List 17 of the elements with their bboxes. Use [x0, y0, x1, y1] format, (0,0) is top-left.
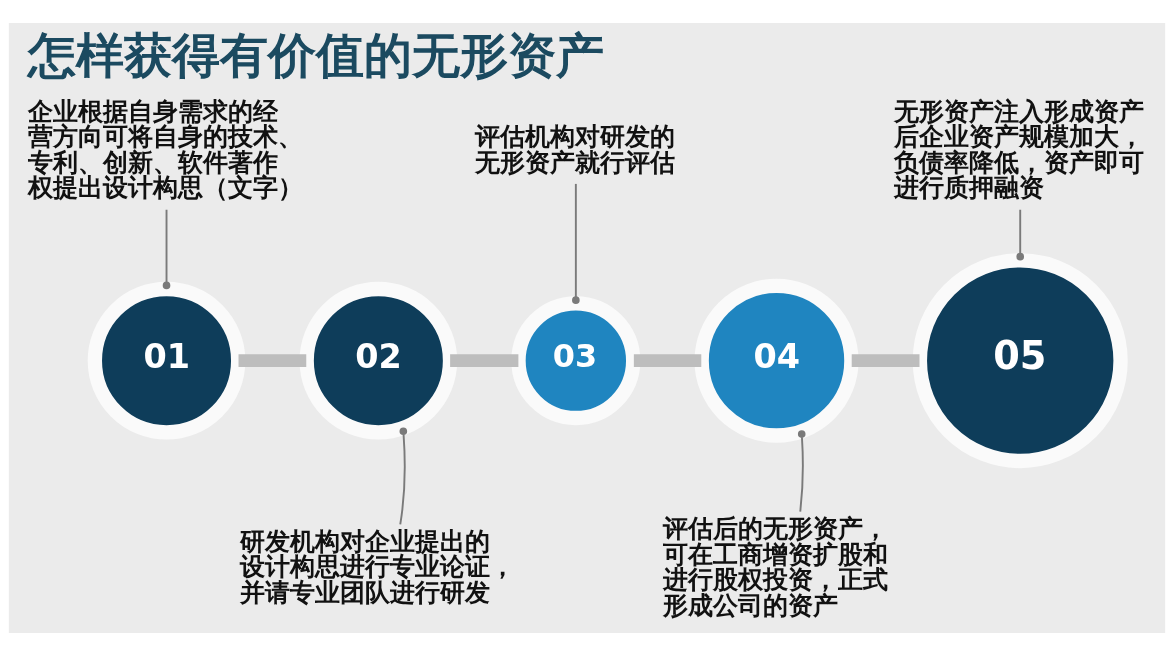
connector	[633, 354, 702, 367]
node-circle: 02	[299, 281, 458, 440]
connector	[1016, 208, 1025, 261]
node-text: 企业根据自身需求的经营方向可将自身的技术、专利、创新、软件著作权提出设计构思（文字）	[27, 95, 303, 203]
node-text: 无形资产注入形成资产后企业资产规模加大，负债率降低，资产即可进行质押融资	[894, 95, 1145, 203]
connector	[162, 208, 171, 290]
connector	[450, 354, 519, 367]
node-circle: 04	[694, 278, 859, 443]
node-text: 评估机构对研发的无形资产就行评估	[474, 121, 675, 177]
connector	[572, 182, 580, 304]
node-text: 评估后的无形资产，可在工商增资扩股和进行股权投资，正式形成公司的资产	[663, 513, 889, 620]
connector	[851, 354, 920, 367]
connector	[399, 427, 408, 526]
connector	[797, 430, 806, 513]
diagram-title: 怎样获得有价值的无形资产	[27, 28, 604, 84]
node-text: 研发机构对企业提出的设计构思进行专业论证，并请专业团队进行研发	[239, 525, 515, 607]
connector	[238, 354, 307, 367]
